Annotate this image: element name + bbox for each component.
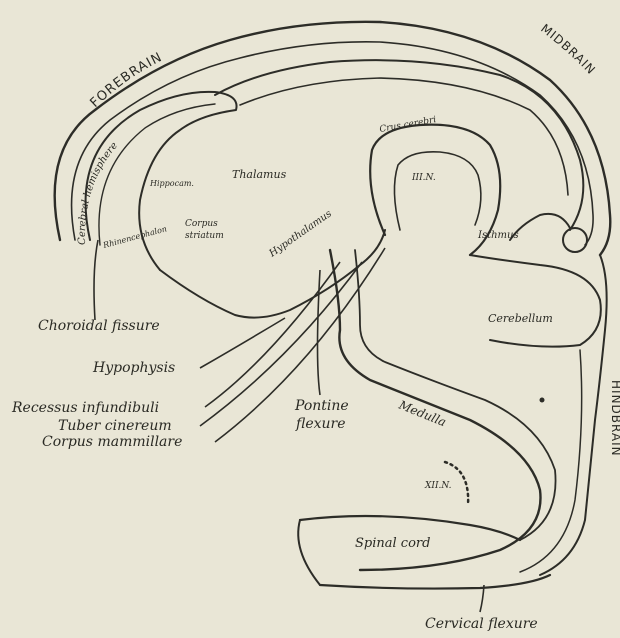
label-hippocampus: Hippocam.	[149, 179, 194, 188]
label-crus-cerebri: Crus cerebri	[379, 115, 437, 135]
label-corpus-mammillare: Corpus mammillare	[42, 434, 182, 450]
label-cerebellum: Cerebellum	[488, 312, 553, 325]
label-rhinencephalon: Rhinencephalon	[101, 224, 168, 250]
label-flexure: flexure	[295, 416, 346, 432]
hindbrain-outer-line	[540, 255, 607, 575]
label-thalamus: Thalamus	[232, 168, 287, 181]
region-forebrain: FOREBRAIN	[87, 50, 165, 111]
label-isthmus: Isthmus	[477, 230, 519, 241]
label-corpus-striatum-1: Corpus	[185, 219, 218, 229]
label-twelfth-nerve: XII.N.	[424, 481, 452, 491]
ventral-forebrain-outline	[160, 230, 385, 318]
isthmus-knot	[563, 228, 587, 252]
label-tuber-cinereum: Tuber cinereum	[58, 418, 172, 434]
region-hindbrain: HINDBRAIN	[609, 380, 620, 457]
label-spinal-cord: Spinal cord	[355, 536, 430, 551]
label-hypothalamus: Hypothalamus	[267, 208, 334, 260]
midbrain-roof-line	[240, 78, 568, 195]
stray-dot	[540, 398, 545, 403]
label-choroidal-fissure: Choroidal fissure	[38, 318, 160, 334]
cerebellum-outline	[470, 255, 601, 347]
spinal-cord-lower	[320, 575, 550, 589]
inner-boundary-line	[72, 42, 594, 245]
outer-boundary-line	[55, 22, 611, 255]
label-medulla: Medulla	[396, 397, 448, 429]
leader-pontine	[318, 270, 321, 395]
leader-choroidal-fissure	[94, 240, 98, 320]
spinal-cord-end	[298, 520, 320, 585]
label-cervical-flexure: Cervical flexure	[425, 616, 538, 632]
label-hypophysis: Hypophysis	[92, 360, 175, 376]
label-recessus-infundibuli: Recessus infundibuli	[11, 400, 159, 416]
medulla-outer-line	[330, 250, 541, 570]
medulla-inner-line	[355, 250, 556, 540]
third-ventricle-loop	[394, 152, 480, 230]
region-midbrain: MIDBRAIN	[538, 21, 598, 77]
isthmus-fold	[510, 214, 570, 240]
label-pontine: Pontine	[294, 398, 349, 414]
leader-hypophysis	[200, 318, 285, 368]
label-third-nerve: III.N.	[411, 173, 436, 183]
label-corpus-striatum-2: striatum	[185, 231, 224, 241]
thalamus-outline	[215, 60, 583, 230]
